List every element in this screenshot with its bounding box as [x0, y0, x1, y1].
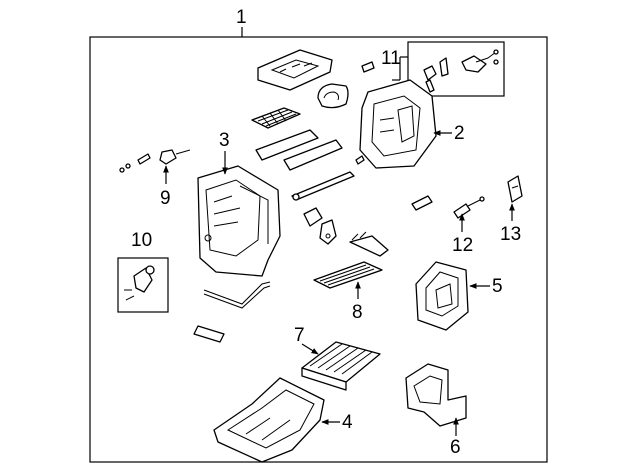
drain-hose-part [203, 281, 271, 309]
mode-door-part [255, 129, 343, 171]
cabin-filter-part [301, 341, 381, 391]
callout-4: 4 [342, 412, 353, 433]
callout-8: 8 [352, 302, 363, 323]
subassembly-box-10 [117, 257, 169, 313]
foam-pad-part [193, 325, 225, 343]
blower-duct-part-5 [415, 261, 469, 331]
intake-duct-part-6 [405, 363, 467, 427]
callout-13: 13 [500, 224, 521, 245]
defroster-nozzle-part [257, 49, 333, 91]
callout-11: 11 [381, 48, 401, 69]
bracket-part-13 [507, 175, 523, 203]
actuator-kit-part-10 [124, 265, 155, 301]
callout-1: 1 [236, 7, 247, 28]
callout-2: 2 [454, 123, 465, 144]
small-clip-part [361, 61, 375, 73]
callout-3: 3 [219, 130, 230, 151]
link-part [355, 155, 365, 165]
callout-6: 6 [450, 437, 461, 458]
diagram-frame [89, 36, 548, 463]
actuator-kit-part-11 [423, 49, 499, 93]
callout-10: 10 [131, 230, 152, 251]
door-lever-part [303, 207, 337, 245]
leader-7 [301, 343, 319, 355]
duct-seal-part [317, 83, 349, 109]
damper-rod-part [291, 171, 355, 201]
callout-9: 9 [160, 188, 171, 209]
heater-core-part [313, 231, 389, 289]
callout-7: 7 [294, 325, 305, 346]
sensor-clip-part [411, 195, 433, 211]
subassembly-box-11 [407, 41, 505, 97]
callout-12: 12 [452, 235, 473, 256]
evaporator-housing-part [359, 79, 437, 169]
sensor-part-12 [453, 196, 485, 219]
heater-case-part [197, 165, 281, 277]
actuator-part-9 [119, 149, 191, 173]
callout-5: 5 [492, 276, 503, 297]
lower-case-part-4 [213, 377, 325, 463]
mesh-screen-part [251, 107, 301, 129]
